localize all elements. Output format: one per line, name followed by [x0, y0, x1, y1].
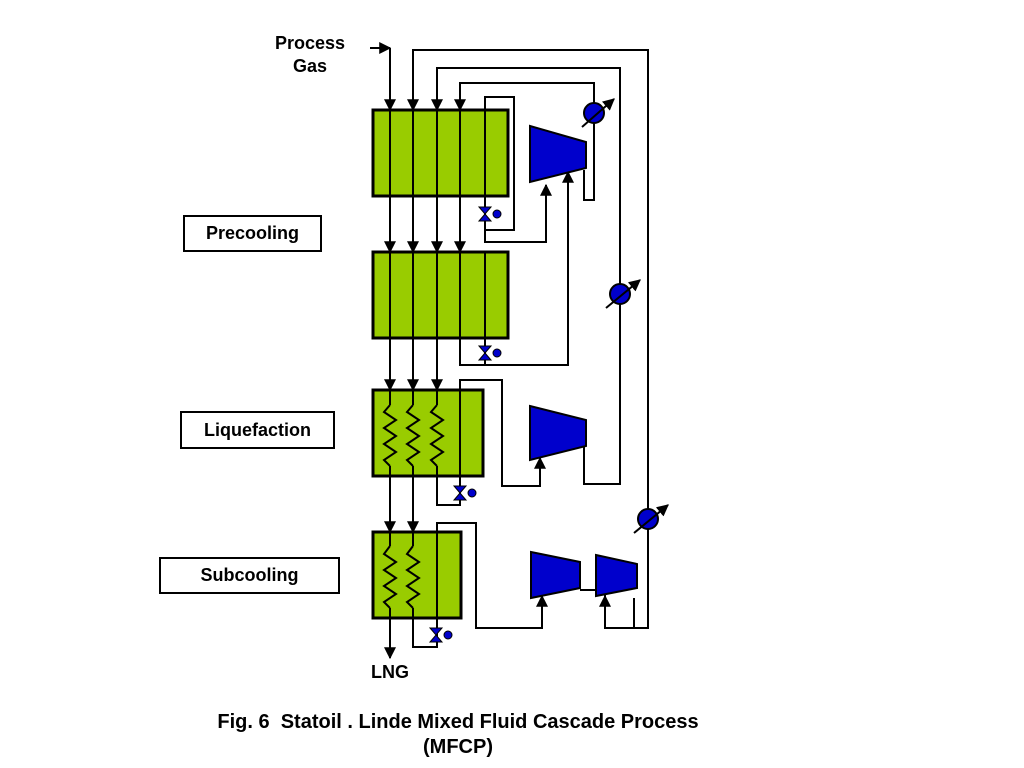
cooler-icon — [605, 279, 641, 309]
coil-heat-exchanger-icon — [382, 532, 438, 618]
coil-heat-exchanger-icon — [382, 390, 461, 476]
stage-label-precooling: Precooling — [183, 215, 322, 252]
subcooling-exchanger — [371, 530, 463, 620]
figure-caption: Fig. 6 Statoil . Linde Mixed Fluid Casca… — [150, 710, 766, 760]
process-gas-label: Process Gas — [262, 32, 358, 78]
compressor-icon — [529, 124, 587, 184]
lng-label: LNG — [371, 662, 409, 682]
piping — [370, 42, 649, 660]
expansion-valve-icon — [452, 485, 477, 501]
process-gas-line2: Gas — [292, 56, 328, 76]
caption-line1: Fig. 6 Statoil . Linde Mixed Fluid Casca… — [217, 711, 699, 733]
compressor-icon — [595, 553, 638, 598]
cooler-icon — [581, 98, 615, 128]
expansion-valve-icon — [428, 627, 453, 643]
caption-line2: (MFCP) — [423, 736, 493, 758]
process-gas-line1: Process — [274, 33, 346, 53]
precooling-exchanger-2 — [371, 250, 510, 340]
stage-label-subcooling: Subcooling — [159, 557, 340, 594]
compressor-icon — [530, 550, 581, 600]
expansion-valve-icon — [477, 206, 502, 222]
precooling-exchanger-1 — [371, 108, 510, 198]
compressor-icon — [529, 404, 587, 462]
stage-label-liquefaction: Liquefaction — [180, 411, 335, 449]
expansion-valve-icon — [477, 345, 502, 361]
cooler-icon — [633, 504, 669, 534]
